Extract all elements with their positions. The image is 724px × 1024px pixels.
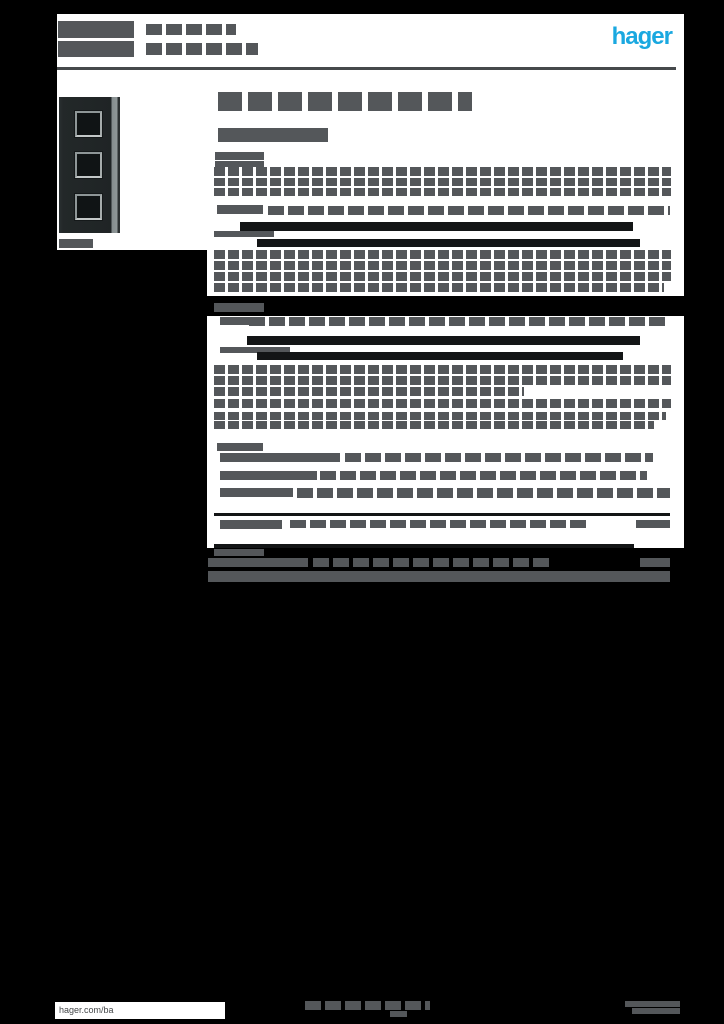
specD-row1-num [636,520,670,528]
specD-row2-label [214,549,264,556]
specD-row1-label [220,520,282,529]
paragraph2-line2 [214,261,671,270]
specD-leader-1 [214,513,670,516]
specD-leader-2 [214,544,634,548]
paragraph3-line4 [214,399,671,408]
header-ref-bold-line-1 [58,21,134,38]
specC-row2-label [220,471,317,480]
specA-value-greek [268,206,670,215]
header-right-text-1 [146,24,236,35]
specD-row3-a [208,558,308,567]
footer-center-text-1 [305,1001,430,1010]
specD-row3-b [313,558,553,567]
frame-window-2 [75,152,102,178]
gap-section-label [214,303,264,312]
header-right-text-2 [146,43,258,55]
specA-label [217,205,263,214]
paragraph3-line2 [214,376,671,385]
specB-leader-2 [257,352,623,360]
specA-leader-1 [240,222,633,231]
paragraph2-line3 [214,272,671,281]
footer-link-box: hager.com/ba [55,1002,225,1019]
product-photo-3gang-frame [59,97,120,233]
paragraph3-line3 [214,387,524,396]
specC-row3-label [220,488,293,497]
section1-label-line1 [215,152,264,160]
footer-right-text-2 [632,1008,680,1014]
specD-row1-value [290,520,590,528]
footer-link[interactable]: hager.com/ba [59,1005,114,1015]
hager-logo: hager [611,23,673,50]
paragraph4-line2 [214,421,654,429]
paragraph1-line1 [214,167,671,176]
specC-row2-value [320,471,647,480]
specC-row1-label [220,453,340,462]
product-subtitle-greek [218,128,328,142]
specC-section-label [217,443,263,451]
paragraph4-line1 [214,412,666,420]
frame-window-3 [75,194,102,220]
paragraph2-line1 [214,250,671,259]
specA-mid-label [214,231,274,237]
photo-caption-greek [59,239,93,248]
specB-mid-label [220,347,290,353]
frame-window-1 [75,111,102,137]
specB-label [220,317,260,325]
footer-right-text-1 [625,1001,680,1007]
paragraph2-line4 [214,283,664,292]
section1-label-line2 [215,161,264,167]
specA-leader-2 [257,239,640,247]
specC-row1-value [345,453,653,462]
paragraph3-line1 [214,365,671,374]
specD-row3-num [640,558,670,567]
footer-center-text-2 [390,1011,407,1017]
header-rule [57,67,676,70]
specB-leader-1 [247,336,640,345]
paragraph1-line2 [214,178,671,186]
paragraph1-line3 [214,188,671,196]
content-bottom-band [208,571,670,582]
product-title-greek [218,92,472,111]
specC-row3-value [297,488,670,498]
specB-value-greek [249,317,668,326]
header-ref-bold-line-2 [58,41,134,57]
